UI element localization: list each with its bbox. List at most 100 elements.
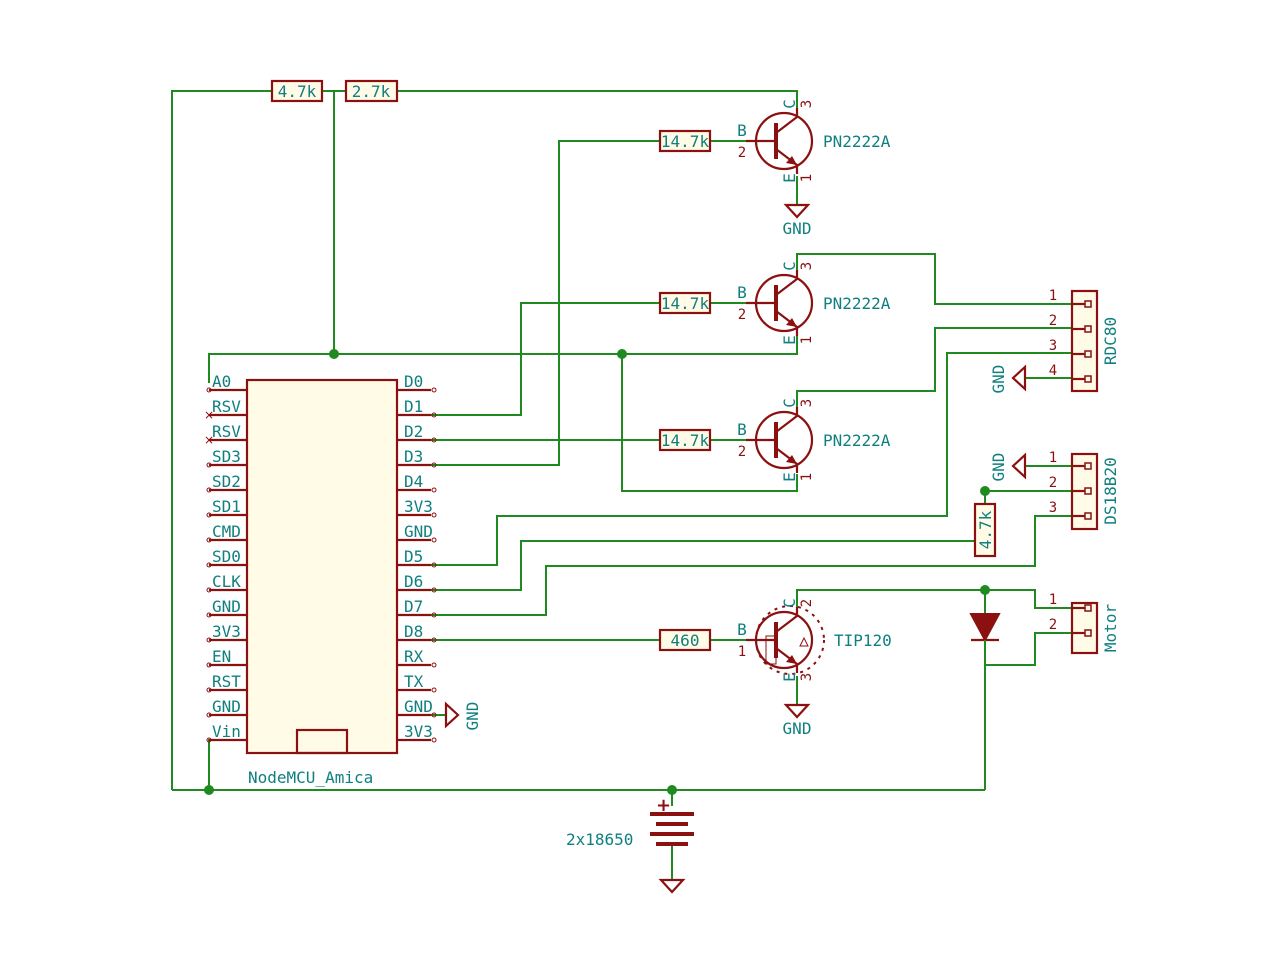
mcu-pin-right-10: D8 [404,622,423,641]
mcu-pin-left-1: RSV [212,397,241,416]
rdc80-pin-3: 4 [1049,363,1057,379]
transistor-q4-b: B [737,620,747,639]
mcu-pin-left-8: CLK [212,572,241,591]
resistor-rb2: 14.7k [658,291,712,315]
mcu-pin-right-5: 3V3 [404,497,433,516]
resistors: 4.7k 2.7k 14.7k 14.7k 14.7k 460 4.7k [270,79,997,652]
mcu-pin-left-4: SD2 [212,472,241,491]
gnd-ds18b20-label: GND [989,453,1008,482]
transistor-q2-b: B [737,283,747,302]
resistor-r2-value: 2.7k [352,82,391,101]
rdc80-pin-2: 3 [1049,338,1057,354]
motor-name: Motor [1101,604,1120,653]
motor-pin-1: 2 [1049,617,1057,633]
resistor-rb3-value: 14.7k [661,431,710,450]
transistor-q4-c: C [780,598,799,608]
gnd-tip120: GND [783,703,812,738]
gnd-battery [658,878,686,894]
ds18b20-pin-0: 1 [1049,450,1057,466]
mcu-pin-left-11: EN [212,647,231,666]
connector-rdc80: 1 2 3 4 RDC80 [1049,288,1120,393]
mcu-pin-right-8: D6 [404,572,423,591]
gnd-mcu: GND [444,701,482,731]
transistor-q4-pin-c: 2 [799,599,815,607]
mcu-pin-left-6: CMD [212,522,241,541]
transistor-q2-pin-b: 2 [738,307,746,323]
battery: + 2x18650 [566,795,694,849]
mcu-pin-right-13: GND [404,697,433,716]
ground-symbols: GND GND GND GND GND [444,203,1027,894]
resistor-rb4: 460 [658,628,712,652]
resistor-rb2-value: 14.7k [661,294,710,313]
resistor-r1-value: 4.7k [278,82,317,101]
transistor-q3-e: E [780,472,799,482]
transistor-q4-e: E [780,672,799,682]
mcu-pin-left-12: RST [212,672,241,691]
mcu-pin-right-3: D3 [404,447,423,466]
transistor-q1-e: E [780,173,799,183]
mcu-pin-right-7: D5 [404,547,423,566]
gnd-q1-label: GND [783,219,812,238]
gnd-tip120-label: GND [783,719,812,738]
transistor-q3-b: B [737,420,747,439]
resistor-r2: 2.7k [344,79,399,103]
transistor-q3-pin-e: 1 [799,473,815,481]
mcu-pin-right-0: D0 [404,372,423,391]
rdc80-pin-1: 2 [1049,313,1057,329]
gnd-ds18b20: GND [989,452,1027,482]
mcu-pin-right-1: D1 [404,397,423,416]
resistor-pullup-value: 4.7k [976,510,995,549]
junction-dots [204,349,990,795]
mcu-pin-left-13: GND [212,697,241,716]
resistor-rb3: 14.7k [658,428,712,452]
wires [171,90,1072,880]
mcu-pin-right-12: TX [404,672,424,691]
svg-text:×: × [204,408,214,422]
mcu-pin-left-0: A0 [212,372,231,391]
mcu-pin-right-9: D7 [404,597,423,616]
transistor-q2-c: C [780,261,799,271]
transistor-q1-pin-e: 1 [799,174,815,182]
battery-plus: + [656,795,671,816]
mcu-pin-right-2: D2 [404,422,423,441]
transistor-q1-b: B [737,121,747,140]
rdc80-name: RDC80 [1101,317,1120,365]
transistor-q4-part: TIP120 [834,631,892,650]
transistor-q2-part: PN2222A [823,294,891,313]
mcu-pin-left-9: GND [212,597,241,616]
gnd-mcu-label: GND [463,702,482,731]
nodemcu-module: NodeMCU_Amica A0RSV×RSV×SD3SD2SD1CMDSD0C… [204,372,437,787]
ds18b20-pin-2: 3 [1049,500,1057,516]
transistor-q3-pin-c: 3 [799,399,815,407]
connector-motor: 12 Motor [1049,592,1120,655]
gnd-rdc80: GND [989,364,1027,394]
transistor-q3-part: PN2222A [823,431,891,450]
battery-name: 2x18650 [566,830,633,849]
transistor-q4-pin-e: 3 [799,673,815,681]
gnd-q1: GND [783,203,812,238]
mcu-pin-left-5: SD1 [212,497,241,516]
mcu-pin-left-2: RSV [212,422,241,441]
rdc80-pin-0: 1 [1049,288,1057,304]
transistor-q2-pin-e: 1 [799,336,815,344]
flyback-diode [969,590,1001,665]
mcu-pin-left-10: 3V3 [212,622,241,641]
connector-ds18b20: 1 2 3 DS18B20 [1049,450,1120,531]
ds18b20-pin-1: 2 [1049,475,1057,491]
transistor-q2-e: E [780,335,799,345]
ds18b20-name: DS18B20 [1101,457,1120,524]
gnd-rdc80-label: GND [989,365,1008,394]
transistor-q2-pin-c: 3 [799,262,815,270]
mcu-pin-left-7: SD0 [212,547,241,566]
svg-text:×: × [204,433,214,447]
transistor-q1-c: C [780,99,799,109]
mcu-pin-right-4: D4 [404,472,423,491]
transistor-q1-pin-b: 2 [738,145,746,161]
transistor-q4-pin-b: 1 [738,644,746,660]
resistor-rb1-value: 14.7k [661,132,710,151]
